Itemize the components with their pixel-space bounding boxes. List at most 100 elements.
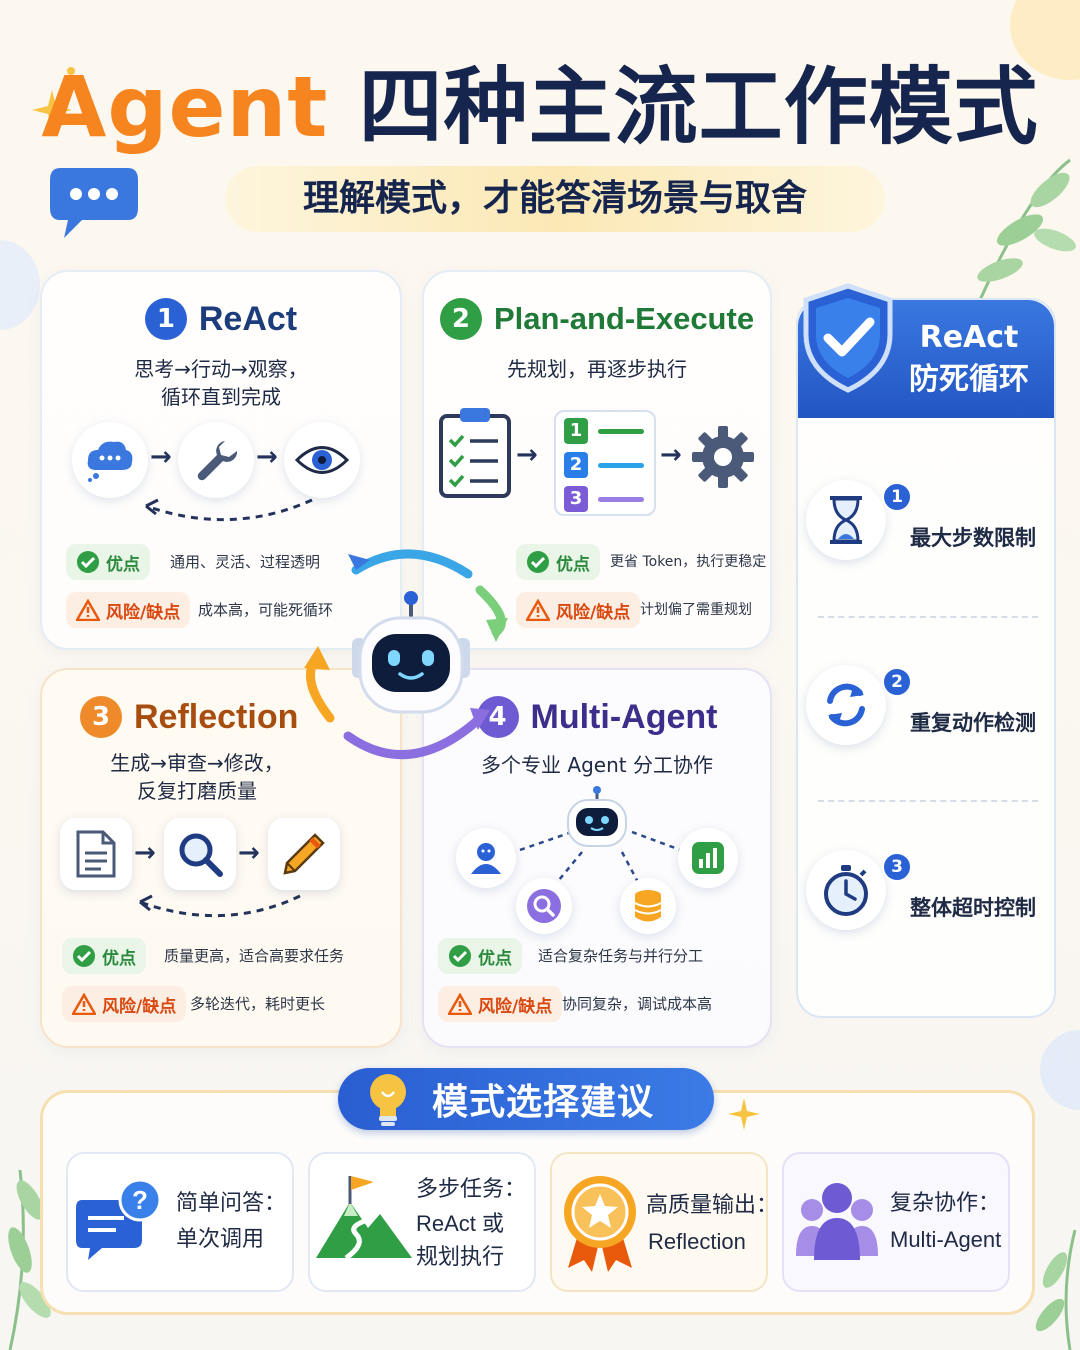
option-simple-qa: ? 简单问答： 单次调用 — [66, 1152, 294, 1292]
subtitle: 理解模式，才能答清场景与取舍 — [302, 178, 807, 219]
card-desc-line2: 反复打磨质量 — [137, 779, 257, 803]
refresh-icon — [806, 665, 886, 745]
check-icon — [73, 945, 95, 967]
database-icon — [620, 878, 676, 934]
option-complex-collab: 复杂协作： Multi-Agent — [782, 1152, 1010, 1292]
leaf-bottom-right-icon — [1035, 1230, 1077, 1350]
option-line2: 单次调用 — [176, 1227, 265, 1252]
stopwatch-icon — [806, 850, 886, 930]
sparkle-small-icon — [67, 67, 75, 75]
sparkle-icon — [728, 1098, 760, 1130]
card-desc-line1: 先规划，再逐步执行 — [507, 357, 687, 381]
medal-icon — [564, 1176, 636, 1272]
warning-icon — [526, 599, 550, 621]
lightbulb-icon — [370, 1074, 406, 1126]
arrow-icon: → — [134, 838, 156, 868]
bg-blob-left — [0, 240, 40, 330]
pros-text: 适合复杂任务与并行分工 — [538, 947, 704, 965]
checklist-icon — [439, 408, 511, 498]
option-line1: 多步任务： — [416, 1177, 527, 1202]
card-number-badge: 2 — [439, 298, 482, 340]
cons-text: 协同复杂，调试成本高 — [562, 995, 713, 1013]
step-badge: 3 — [564, 486, 588, 512]
card-desc-line1: 多个专业 Agent 分工协作 — [481, 753, 713, 777]
mode-suggestion-title: 模式选择建议 — [432, 1082, 655, 1123]
person-icon — [456, 828, 516, 888]
card-multi-agent: 4 Multi-Agent 多个专业 Agent 分工协作 优点 适合复杂任务与… — [422, 668, 772, 1048]
card-title: ReAct — [198, 299, 298, 338]
option-multi-step: 多步任务： ReAct 或 规划执行 — [308, 1152, 536, 1292]
loop-back-arrow-icon — [145, 498, 313, 522]
step-badge: 1 — [564, 418, 588, 444]
sparkle-icon — [32, 90, 72, 130]
check-icon — [449, 945, 471, 967]
cons-badge: 风险/缺点 — [62, 986, 187, 1022]
pencil-icon — [268, 818, 340, 890]
arrow-icon: → — [256, 442, 278, 472]
pros-badge: 优点 — [438, 938, 522, 974]
thought-cloud-icon — [72, 422, 148, 498]
sidebar-divider — [818, 616, 1038, 618]
card-reflection-head: 3 Reflection — [42, 696, 400, 738]
wrench-icon — [178, 422, 254, 498]
option-line2: Multi-Agent — [890, 1227, 1002, 1252]
step-badge: 2 — [564, 452, 588, 478]
card-number-badge: 4 — [476, 696, 519, 738]
pros-label: 优点 — [106, 554, 140, 575]
pros-text: 通用、灵活、过程透明 — [170, 553, 321, 571]
option-line2: ReAct 或 — [416, 1211, 505, 1236]
cons-text: 多轮迭代，耗时更长 — [190, 995, 326, 1013]
shield-check-icon — [803, 283, 893, 393]
cons-badge: 风险/缺点 — [66, 592, 191, 628]
card-title: Plan-and-Execute — [493, 301, 755, 336]
step-line — [598, 429, 644, 434]
subtitle-banner: 理解模式，才能答清场景与取舍 — [225, 166, 885, 232]
title-cn: 四种主流工作模式 — [358, 58, 1039, 156]
card-react-head: 1 ReAct — [42, 298, 400, 340]
option-line1: 简单问答： — [176, 1191, 287, 1216]
card-title: Multi-Agent — [530, 697, 718, 736]
arrow-icon: → — [660, 440, 682, 470]
pros-badge: 优点 — [516, 544, 600, 580]
leaf-bottom-left-icon — [8, 1169, 51, 1350]
leaf-decoration-icon — [977, 158, 1076, 301]
sidebar-item-label: 最大步数限制 — [910, 526, 1036, 550]
option-line1: 复杂协作： — [890, 1191, 1001, 1216]
magnifier-icon — [164, 818, 236, 890]
eye-icon — [284, 422, 360, 498]
chat-bubble-icon — [50, 168, 138, 238]
check-icon — [527, 551, 549, 573]
svg-text:?: ? — [132, 1185, 148, 1215]
loop-back-arrow-icon — [139, 894, 301, 918]
card-react: 1 ReAct 思考→行动→观察， 循环直到完成 → → 优点 通用、灵活、过程… — [40, 270, 402, 650]
cons-text: 计划偏了需重规划 — [640, 602, 752, 618]
question-chat-icon: ? — [76, 1178, 162, 1260]
cons-badge: 风险/缺点 — [438, 986, 563, 1022]
arrow-icon: → — [150, 442, 172, 472]
card-multi-head: 4 Multi-Agent — [424, 696, 770, 738]
arrow-icon: → — [238, 838, 260, 868]
title-en: Agent — [41, 58, 329, 156]
bg-blob-right — [1040, 1030, 1080, 1110]
sidebar-item-label: 整体超时控制 — [910, 896, 1036, 920]
option-line3: 规划执行 — [416, 1245, 505, 1270]
hourglass-icon — [806, 480, 886, 560]
sidebar-divider — [818, 800, 1038, 802]
sidebar-item-number: 2 — [882, 667, 912, 697]
mountain-flag-icon — [316, 1176, 412, 1261]
step-line — [598, 463, 644, 468]
sidebar-item-label: 重复动作检测 — [910, 711, 1036, 735]
warning-icon — [448, 993, 472, 1015]
document-icon — [60, 818, 132, 890]
cycle-arrows-icon — [304, 549, 508, 759]
option-line2: Reflection — [648, 1229, 746, 1254]
pros-label: 优点 — [478, 948, 512, 969]
pros-text: 更省 Token，执行更稳定 — [610, 554, 767, 570]
card-number-badge: 1 — [144, 298, 187, 340]
chart-icon — [678, 828, 738, 888]
team-icon — [796, 1183, 878, 1260]
card-desc-line1: 思考→行动→观察， — [134, 357, 308, 381]
cons-badge: 风险/缺点 — [516, 592, 641, 628]
sidebar-react-loop-guard: ReAct 防死循环 1 最大步数限制 2 重复动作检测 3 整体超时控制 — [796, 298, 1056, 1018]
arrow-icon: → — [516, 440, 538, 470]
